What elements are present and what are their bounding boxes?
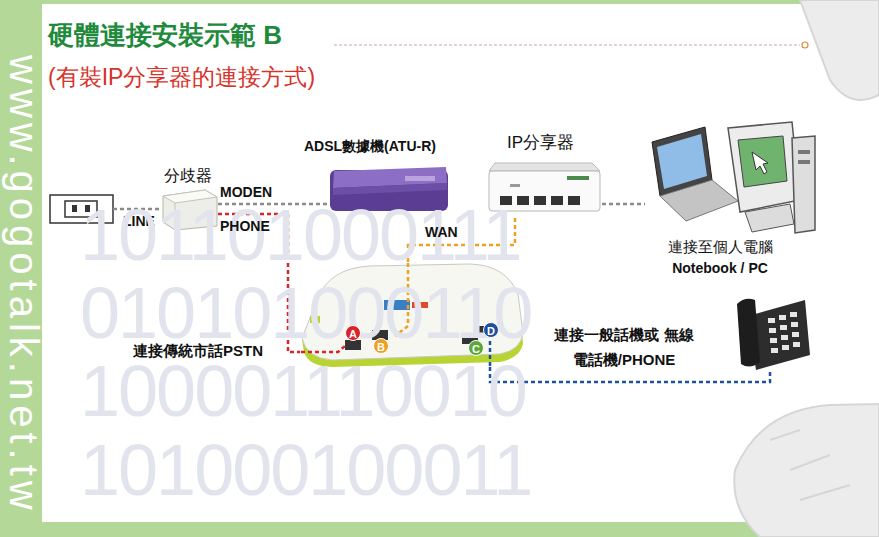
port-label: WAN xyxy=(425,224,458,241)
callout-letter: A xyxy=(345,325,361,341)
router-box: IP分享器 xyxy=(487,163,602,218)
title-rule-end xyxy=(802,42,808,48)
device-name: 分歧器 xyxy=(164,166,212,185)
device-name: 連接至個人電腦 xyxy=(645,238,795,256)
device-name: ADSL數據機(ATU-R) xyxy=(304,138,436,155)
callout-letter: D xyxy=(483,322,499,338)
port-label: MODEN xyxy=(220,184,272,201)
cable-connector xyxy=(490,367,770,382)
port-label: PHONE xyxy=(220,218,270,235)
splitter-box: 分歧器 xyxy=(160,188,218,230)
computer xyxy=(652,122,815,233)
title-rule xyxy=(334,45,800,46)
binary-watermark: 010101000110 xyxy=(80,277,531,349)
device-name: 連接一般話機或 無線電話機/PHONE xyxy=(547,322,701,372)
device-name: IP分享器 xyxy=(507,133,574,153)
callout-letter: B xyxy=(373,338,389,354)
subtitle: (有裝IP分享器的連接方式) xyxy=(48,64,315,92)
phone-box: 連接一般話機或 無線電話機/PHONE xyxy=(735,292,810,370)
cable-connector xyxy=(602,203,645,206)
callout-letter: C xyxy=(468,340,484,356)
binary-watermark: 101000100011 xyxy=(80,434,531,506)
computer-box: 連接至個人電腦Notebook / PC xyxy=(645,122,815,235)
telephone xyxy=(737,299,810,370)
binary-watermark: 100001110010 xyxy=(80,355,526,427)
site-watermark: www.gogotalk.net.tw xyxy=(2,55,46,515)
diagram-title: 硬體連接安裝示範 B xyxy=(48,20,282,51)
device-name: Notebook / PC xyxy=(645,260,795,277)
gateway-box: AB CD xyxy=(300,262,525,367)
modem-box: ADSL數據機(ATU-R) xyxy=(328,165,450,213)
